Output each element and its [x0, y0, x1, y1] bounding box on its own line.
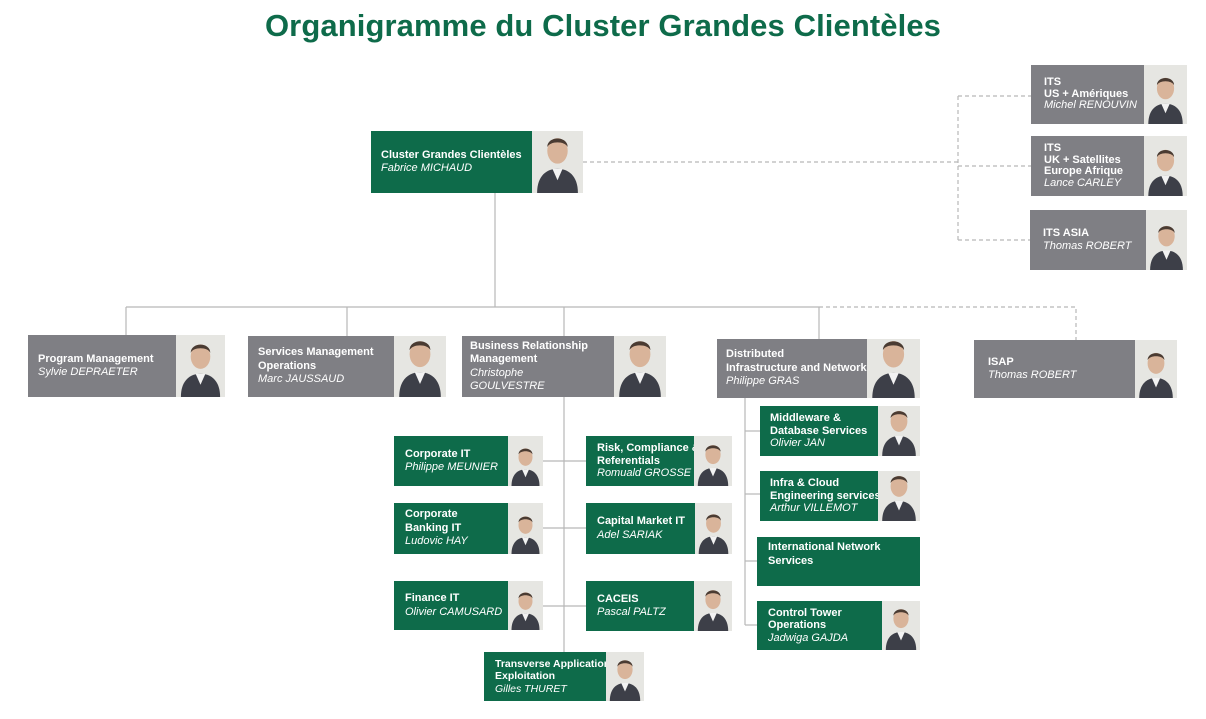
node-name: Philippe GRAS — [726, 375, 800, 388]
node-name: Christophe — [470, 366, 524, 379]
portrait-photo — [882, 601, 920, 650]
node-name: Adel SARIAK — [597, 528, 663, 541]
node-role-line: Database Services — [770, 424, 868, 437]
node-role-line: UK + Satellites — [1044, 153, 1121, 166]
node-role-line: Business Relationship — [470, 339, 588, 352]
node-role-line: Corporate — [405, 508, 458, 521]
node-role-line: Services Management — [258, 346, 374, 359]
node-role-line: Engineering services — [770, 489, 881, 502]
node-name: Sylvie DEPRAETER — [38, 366, 138, 378]
portrait-photo — [508, 581, 543, 630]
portrait-photo — [508, 503, 543, 554]
portrait-photo — [1146, 210, 1187, 270]
node-name: Olivier CAMUSARD — [405, 605, 503, 618]
node-role-line: Banking IT — [405, 521, 462, 534]
node-role-line: International Network — [768, 541, 881, 553]
node-role-line: Infra & Cloud — [770, 477, 840, 490]
portrait-photo — [1144, 136, 1187, 196]
node-role-line: ISAP — [988, 355, 1014, 368]
node-role-line: Distributed — [726, 348, 785, 361]
portrait-photo — [694, 581, 732, 631]
node-role-line: Operations — [768, 619, 827, 632]
node-name: Thomas ROBERT — [988, 369, 1077, 381]
node-role-line: ITS — [1044, 76, 1062, 89]
node-name: Arthur VILLEMOT — [770, 502, 858, 515]
node-role-line: Capital Market IT — [597, 515, 686, 527]
portrait-photo — [614, 336, 666, 397]
node-name: Fabrice MICHAUD — [381, 162, 473, 174]
portrait-photo — [1135, 340, 1177, 398]
node-role: Cluster Grandes Clientèles — [381, 148, 522, 161]
node-role-line: CACEIS — [597, 592, 639, 605]
node-role-line: ITS ASIA — [1043, 226, 1090, 239]
node-name: Lance CARLEY — [1044, 176, 1122, 189]
node-role-line: Exploitation — [495, 670, 556, 683]
node-role-line: Services — [768, 554, 814, 567]
portrait-photo — [1144, 65, 1187, 124]
portrait-photo — [606, 652, 644, 701]
portrait-photo — [695, 503, 732, 554]
node-name: Gilles THURET — [495, 682, 567, 695]
node-role-line: Infrastructure and Network — [726, 361, 867, 374]
node-name: Philippe MEUNIER — [405, 461, 498, 473]
node-name: Michel RENOUVIN — [1044, 99, 1137, 112]
node-name: Thomas ROBERT — [1043, 240, 1132, 252]
node-name: Pascal PALTZ — [597, 606, 666, 618]
node-role-line: Referentials — [597, 454, 660, 467]
node-role-line: Risk, Compliance & — [597, 442, 700, 455]
node-role-line: Middleware & — [770, 412, 841, 425]
node-name: GOULVESTRE — [470, 380, 545, 392]
page-title: Organigramme du Cluster Grandes Clientèl… — [264, 8, 942, 43]
node-name: Romuald GROSSE — [597, 467, 692, 480]
portrait-photo — [878, 471, 920, 521]
node-role-line: Corporate IT — [405, 447, 471, 460]
node-name: Olivier JAN — [770, 437, 826, 450]
node-name: Jadwiga GAJDA — [768, 631, 849, 644]
portrait-photo — [532, 131, 583, 193]
node-role-line: Program Management — [38, 352, 154, 365]
node-name: Ludovic HAY — [405, 535, 468, 548]
node-role-line: ITS — [1044, 142, 1062, 154]
node-role-line: US + Amériques — [1044, 87, 1129, 100]
portrait-photo — [878, 406, 920, 456]
node-role-line: Management — [470, 353, 538, 365]
node-role-line: Operations — [258, 359, 317, 372]
portrait-photo — [394, 336, 446, 397]
node-role-line: Transverse Applications — [495, 657, 616, 670]
node-role-line: Finance IT — [405, 592, 460, 604]
portrait-photo — [694, 436, 732, 486]
portrait-photo — [867, 339, 920, 398]
node-role-line: Europe Afrique — [1044, 165, 1124, 177]
node-name: Marc JAUSSAUD — [258, 373, 345, 386]
node-role-line: Control Tower — [768, 606, 842, 619]
portrait-photo — [508, 436, 543, 486]
portrait-photo — [176, 335, 225, 397]
